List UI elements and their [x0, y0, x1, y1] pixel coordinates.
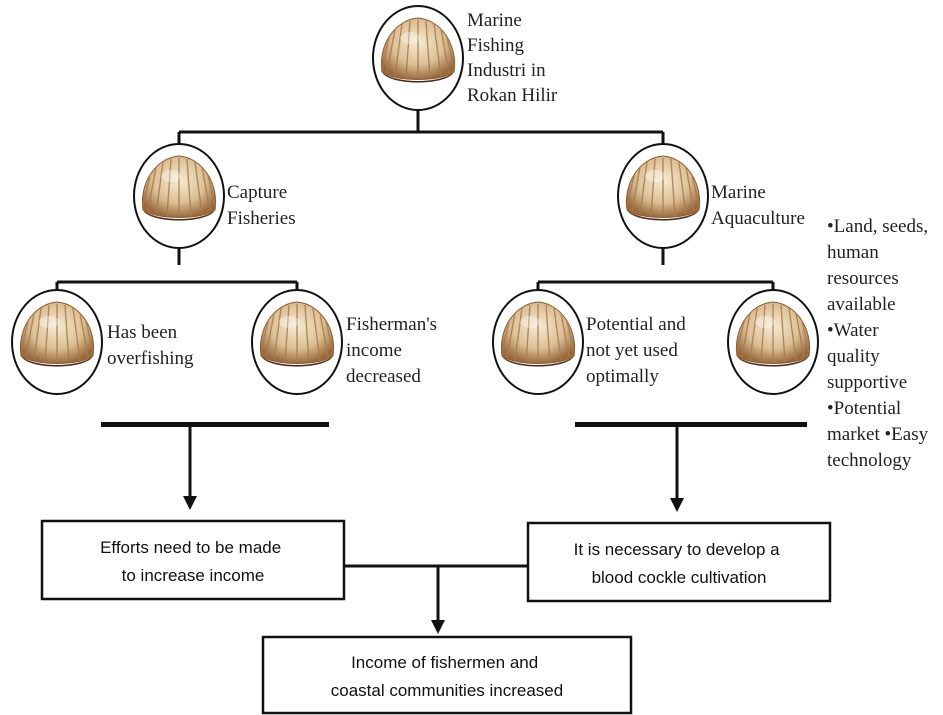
right-separator-bar	[575, 422, 807, 427]
right-box-text: It is necessary to develop a blood cockl…	[574, 540, 785, 587]
arrowheads	[183, 496, 684, 634]
root-shell-icon	[372, 5, 464, 111]
right-arrowhead	[670, 498, 684, 512]
aquaculture-shell-icon	[617, 143, 709, 249]
capture-shell-icon	[133, 143, 225, 249]
bottom-box: Income of fishermen and coastal communit…	[261, 635, 633, 715]
right-box: It is necessary to develop a blood cockl…	[526, 521, 832, 603]
potential-label: Potential and not yet used optimally	[586, 314, 690, 387]
marine-aquaculture-label: Marine Aquaculture	[711, 182, 805, 229]
income-decreased-shell-icon	[251, 289, 343, 395]
overfishing-shell-icon	[11, 289, 103, 395]
separator-bars	[101, 422, 807, 427]
bullets-shell-icon	[727, 289, 819, 395]
capture-fisheries-label: Capture Fisheries	[227, 182, 296, 229]
left-arrowhead	[183, 496, 197, 510]
connector-lines	[55, 110, 775, 622]
left-box: Efforts need to be made to increase inco…	[40, 519, 346, 601]
root-label: Marine Fishing Industri in Rokan Hilir	[467, 10, 558, 106]
aquaculture-conditions-list: •Land, seeds, human resources available …	[827, 216, 933, 471]
bottom-box-text: Income of fishermen and coastal communit…	[331, 653, 563, 700]
potential-shell-icon	[492, 289, 584, 395]
income-decreased-label: Fisherman's income decreased	[346, 314, 442, 387]
overfishing-label: Has been overfishing	[107, 322, 194, 369]
bottom-arrowhead	[431, 620, 445, 634]
left-separator-bar	[101, 422, 329, 427]
left-box-text: Efforts need to be made to increase inco…	[100, 538, 286, 585]
